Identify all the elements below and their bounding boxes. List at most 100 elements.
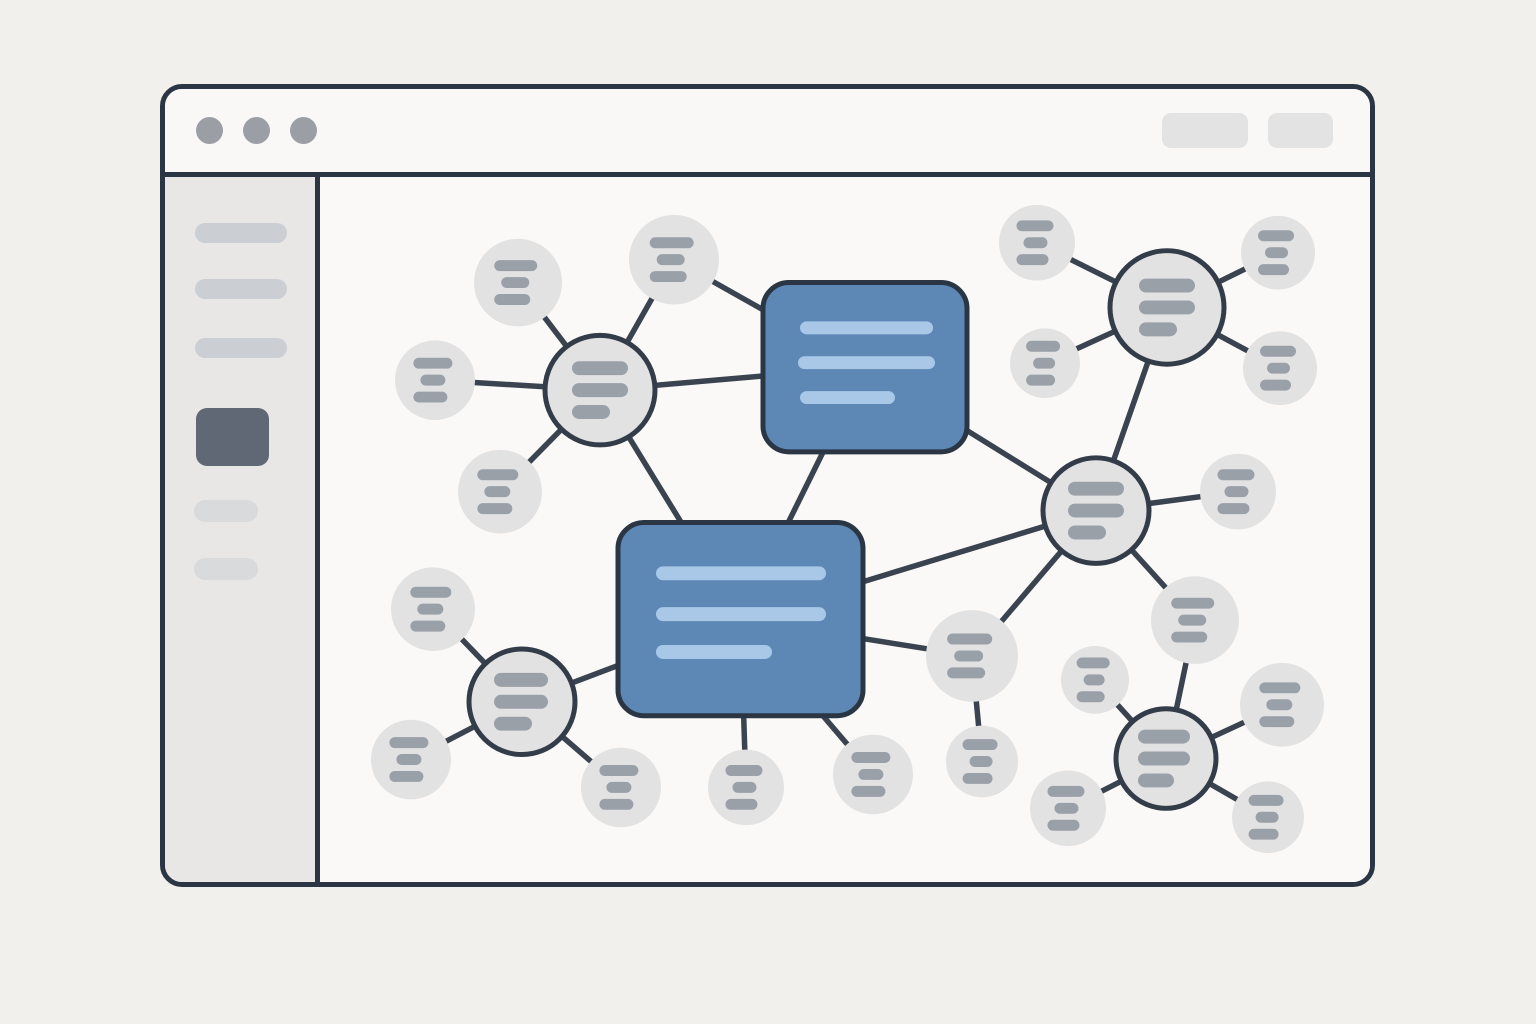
node-text-bar [389, 770, 424, 782]
node-text-bar [1047, 785, 1085, 797]
card-node[interactable] [760, 280, 970, 455]
node-text-bar [420, 374, 446, 386]
node-text-bar [1033, 357, 1056, 369]
node-text-bar [947, 667, 986, 679]
node-text-bar [494, 294, 531, 305]
satellite-node[interactable] [926, 610, 1018, 702]
node-text-bar [1068, 503, 1124, 518]
sidebar-item-nav-pill[interactable] [195, 338, 287, 358]
node-text-bar [572, 383, 628, 398]
sidebar-item-nav-selected[interactable] [196, 408, 269, 466]
node-text-bar [1076, 657, 1110, 669]
node-text-bar [1248, 828, 1279, 840]
node-text-bar [798, 356, 935, 370]
node-text-bar [1016, 220, 1054, 232]
node-text-bar [649, 237, 694, 249]
window-control-dot[interactable] [290, 117, 317, 144]
sidebar-item-nav-pill[interactable] [195, 223, 287, 243]
node-text-bar [1248, 794, 1284, 806]
node-text-bar [1267, 362, 1291, 374]
node-text-bar [1217, 503, 1250, 515]
node-text-bar [494, 716, 532, 731]
hub-node[interactable] [1113, 706, 1219, 811]
satellite-node[interactable] [1241, 215, 1315, 290]
node-text-bar [1255, 811, 1279, 823]
node-text-bar [572, 405, 610, 419]
satellite-node[interactable] [1061, 646, 1129, 714]
satellite-node[interactable] [1240, 662, 1324, 747]
node-text-bar [656, 607, 826, 622]
titlebar-buttons [1162, 113, 1333, 148]
node-text-bar [1266, 699, 1293, 711]
node-text-bar [962, 739, 998, 751]
node-text-bar [413, 391, 448, 403]
sidebar [165, 177, 320, 882]
window-control-dot[interactable] [196, 117, 223, 144]
node-text-bar [1139, 300, 1195, 315]
satellite-node[interactable] [395, 340, 475, 420]
node-text-bar [800, 391, 895, 405]
satellite-node[interactable] [1030, 770, 1106, 847]
node-text-bar [1171, 597, 1215, 609]
sidebar-item-nav-pill-short[interactable] [194, 558, 258, 580]
titlebar-button[interactable] [1268, 113, 1333, 148]
satellite-node[interactable] [999, 204, 1075, 281]
hub-node[interactable] [466, 646, 578, 758]
node-text-bar [410, 620, 446, 632]
card-node[interactable] [615, 520, 866, 719]
hub-node[interactable] [542, 332, 658, 448]
node-text-bar [494, 260, 538, 272]
diagram-canvas[interactable] [320, 177, 1370, 882]
node-text-bar [1026, 374, 1056, 386]
satellite-node[interactable] [1232, 781, 1304, 854]
satellite-node[interactable] [458, 449, 542, 534]
titlebar-button[interactable] [1162, 113, 1248, 148]
node-text-bar [1138, 729, 1190, 744]
hub-node[interactable] [1107, 248, 1227, 367]
node-text-bar [851, 785, 886, 797]
node-text-bar [417, 603, 444, 615]
browser-window [160, 84, 1375, 887]
node-text-bar [396, 754, 422, 765]
node-text-bar [572, 361, 628, 376]
window-body [165, 177, 1370, 882]
node-text-bar [1023, 237, 1048, 249]
node-text-bar [1139, 322, 1177, 337]
window-titlebar [165, 89, 1370, 177]
satellite-node[interactable] [833, 734, 913, 815]
satellite-node[interactable] [581, 747, 661, 828]
satellite-node[interactable] [1010, 328, 1080, 399]
satellite-node[interactable] [1200, 453, 1276, 530]
satellite-node[interactable] [391, 567, 475, 651]
satellite-node[interactable] [371, 719, 451, 800]
satellite-node[interactable] [1151, 576, 1239, 664]
node-text-bar [477, 469, 519, 481]
node-text-bar [1224, 486, 1249, 498]
satellite-node[interactable] [1243, 331, 1317, 406]
node-text-bar [413, 357, 453, 369]
satellite-node[interactable] [946, 725, 1018, 798]
node-text-bar [1259, 716, 1295, 728]
node-text-bar [732, 781, 757, 793]
node-text-bar [1138, 751, 1190, 766]
graph-svg [371, 204, 1324, 854]
node-text-bar [1138, 773, 1174, 788]
hub-node[interactable] [1040, 455, 1152, 566]
node-text-bar [1258, 264, 1290, 276]
node-text-bar [947, 633, 993, 645]
node-text-bar [1265, 247, 1289, 259]
sidebar-item-nav-pill[interactable] [195, 279, 287, 299]
satellite-node[interactable] [474, 238, 562, 327]
node-text-bar [1260, 345, 1297, 357]
node-text-bar [800, 321, 933, 335]
node-text-bar [969, 756, 993, 767]
node-text-bar [1068, 525, 1106, 540]
sidebar-item-nav-pill-short[interactable] [194, 500, 258, 522]
satellite-node[interactable] [708, 749, 784, 826]
satellite-node[interactable] [629, 214, 719, 305]
node-text-bar [851, 752, 891, 764]
node-text-bar [1178, 614, 1207, 626]
node-text-bar [858, 768, 884, 780]
window-control-dot[interactable] [243, 117, 270, 144]
node-text-bar [1047, 819, 1080, 831]
